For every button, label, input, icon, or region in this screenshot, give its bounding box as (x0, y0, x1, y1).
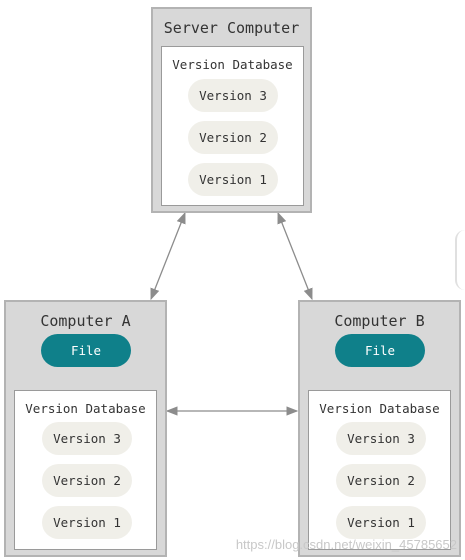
computer-a-version-2: Version 2 (42, 464, 132, 497)
watermark: https://blog.csdn.net/weixin_45785652 (235, 537, 457, 552)
server-version-1: Version 1 (188, 163, 278, 196)
server-version-3: Version 3 (188, 79, 278, 112)
computer-a-file: File (41, 334, 131, 367)
arrow-server-computer-b (277, 211, 313, 301)
computer-a-version-database: Version Database Version 3 Version 2 Ver… (14, 390, 157, 550)
server-version-database: Version Database Version 3 Version 2 Ver… (161, 46, 304, 206)
computer-b-version-2: Version 2 (336, 464, 426, 497)
arrow-server-computer-a (150, 211, 186, 301)
computer-a-title: Computer A (40, 312, 131, 330)
computer-b-version-database: Version Database Version 3 Version 2 Ver… (308, 390, 451, 550)
server-computer: Server Computer Version Database Version… (151, 7, 312, 213)
computer-a-version-3: Version 3 (42, 422, 132, 455)
computer-b-database-title: Version Database (319, 401, 440, 416)
decorative-curve (455, 230, 465, 290)
computer-b-title: Computer B (334, 312, 425, 330)
computer-a-version-1: Version 1 (42, 506, 132, 539)
computer-b: Computer B File Version Database Version… (298, 300, 461, 557)
computer-a-database-title: Version Database (25, 401, 146, 416)
computer-b-version-1: Version 1 (336, 506, 426, 539)
server-computer-title: Server Computer (163, 19, 300, 37)
computer-b-version-3: Version 3 (336, 422, 426, 455)
computer-b-file: File (335, 334, 425, 367)
server-version-2: Version 2 (188, 121, 278, 154)
server-database-title: Version Database (172, 57, 293, 72)
computer-a: Computer A File Version Database Version… (4, 300, 167, 557)
